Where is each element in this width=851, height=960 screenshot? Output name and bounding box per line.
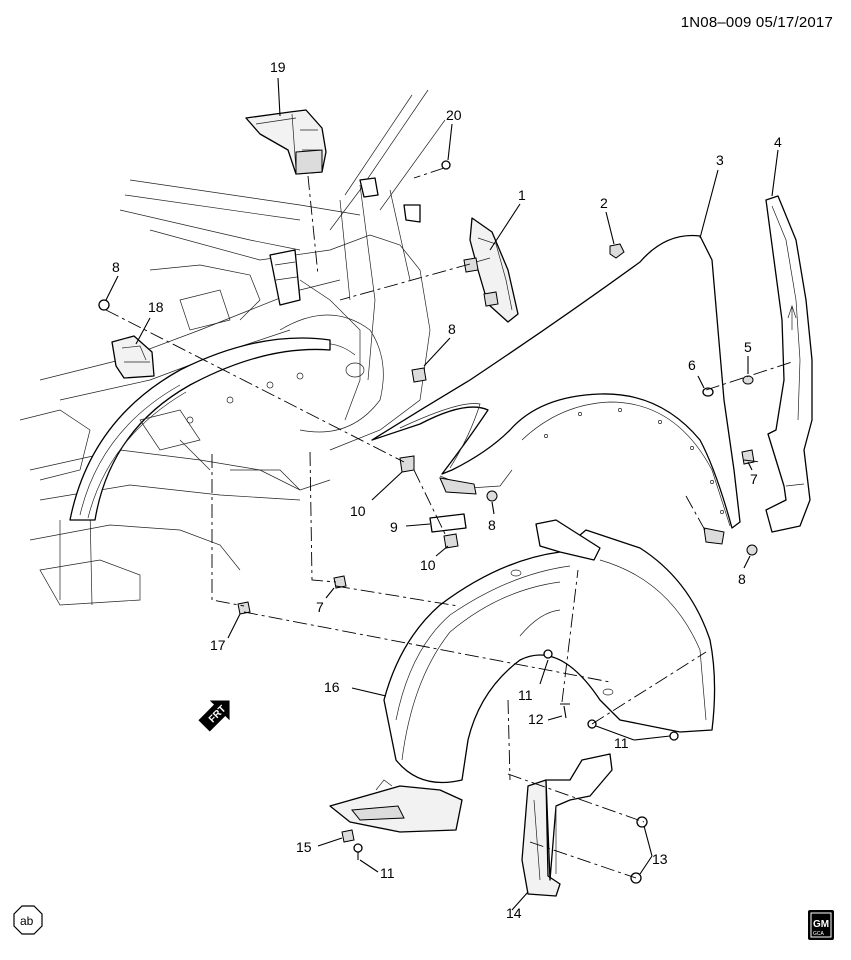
fasteners bbox=[237, 243, 758, 884]
callout-5: 5 bbox=[744, 339, 752, 355]
leader-lines bbox=[105, 77, 779, 911]
front-arrow-icon: FRT bbox=[198, 700, 230, 732]
callout-9: 9 bbox=[390, 519, 398, 535]
gm-logo-subtext: GCA bbox=[813, 931, 825, 937]
callout-11-lower: 11 bbox=[380, 865, 395, 881]
callout-8-right: 8 bbox=[738, 571, 746, 587]
callout-8-center: 8 bbox=[448, 321, 456, 337]
callout-8-topleft: 8 bbox=[112, 259, 120, 275]
part-4-insulator bbox=[765, 195, 813, 533]
callout-18: 18 bbox=[148, 299, 164, 315]
callout-6: 6 bbox=[688, 357, 696, 373]
callout-13: 13 bbox=[652, 851, 668, 867]
assembly-lines bbox=[105, 167, 793, 879]
callout-19: 19 bbox=[270, 59, 286, 75]
callout-10-lower: 10 bbox=[420, 557, 436, 573]
callout-17: 17 bbox=[210, 637, 226, 653]
drawing-id: 1N08–009 bbox=[680, 14, 752, 31]
callout-20: 20 bbox=[446, 107, 462, 123]
part-14-splash-shield bbox=[521, 753, 613, 897]
ab-badge: ab bbox=[13, 905, 43, 935]
callout-14: 14 bbox=[506, 905, 522, 921]
callout-1: 1 bbox=[518, 187, 526, 203]
callout-labels: 19 20 1 2 3 4 5 6 7 8 18 8 10 9 8 10 8 7… bbox=[112, 59, 782, 921]
part-19-hinge-bracket bbox=[245, 109, 327, 175]
callout-16: 16 bbox=[324, 679, 340, 695]
drawing-date: 05/17/2017 bbox=[755, 14, 833, 31]
callout-8-mid: 8 bbox=[488, 517, 496, 533]
gm-logo-text: GM bbox=[813, 919, 829, 930]
callout-11-right: 11 bbox=[614, 735, 629, 751]
body-structure bbox=[19, 89, 446, 606]
ab-badge-label: ab bbox=[20, 914, 34, 928]
callout-4: 4 bbox=[774, 134, 782, 150]
part-18-bracket bbox=[98, 299, 155, 379]
part-16-wheelhouse-liner bbox=[329, 519, 716, 833]
part-20-bumper bbox=[441, 160, 451, 170]
part-1-fender-bracket bbox=[463, 217, 519, 323]
callout-12: 12 bbox=[528, 711, 544, 727]
callout-11-upper: 11 bbox=[518, 687, 533, 703]
callout-3: 3 bbox=[716, 152, 724, 168]
callout-2: 2 bbox=[600, 195, 608, 211]
callout-7-right: 7 bbox=[750, 471, 758, 487]
gm-logo: GM GCA bbox=[808, 910, 834, 940]
callout-15: 15 bbox=[296, 839, 312, 855]
drawing-header: 1N08–009 05/17/2017 bbox=[681, 14, 833, 31]
callout-7-mid: 7 bbox=[316, 599, 324, 615]
callout-10-upper: 10 bbox=[350, 503, 366, 519]
part-3-fender bbox=[371, 234, 741, 545]
